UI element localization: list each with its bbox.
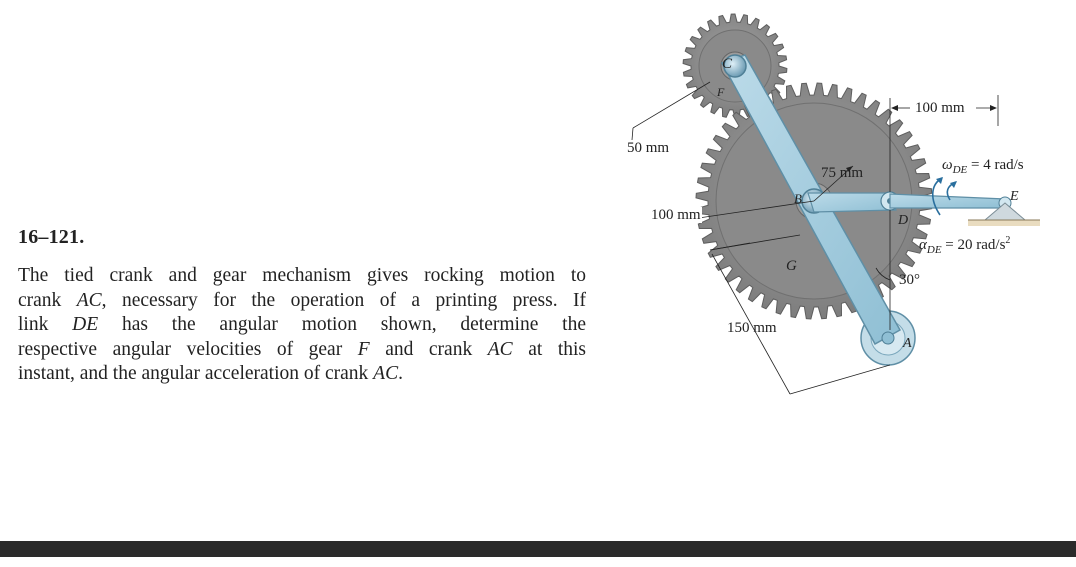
alpha-superscript: 2 (1005, 235, 1011, 246)
problem-statement: The tied crank and gear mechanism gives … (18, 264, 586, 387)
link-bd (807, 191, 900, 213)
point-label-a: A (903, 336, 912, 351)
link-de (889, 193, 1012, 210)
dim-label-150mm: 150 mm (727, 320, 777, 336)
alpha-subscript: DE (926, 244, 942, 256)
dimension-arrowheads (846, 105, 997, 172)
omega-de-label: ωDE = 4 rad/s (942, 157, 1024, 178)
statement-line: respective angular velocities of gear F … (18, 338, 586, 360)
dim-label-50mm: 50 mm (627, 140, 670, 156)
dim-label-75mm: 75 mm (821, 165, 864, 181)
alpha-symbol: α (919, 237, 927, 253)
angular-arrowheads (936, 177, 957, 188)
point-label-e: E (1010, 189, 1019, 204)
mechanism-figure: 50 mm 100 mm 150 mm 75 mm 100 mm 30° C F… (600, 0, 1076, 420)
statement-line: instant, and the angular acceleration of… (18, 363, 403, 385)
point-label-g: G (786, 258, 797, 274)
support-e (968, 202, 1040, 226)
point-label-b: B (794, 191, 802, 206)
mechanism-drawing (631, 13, 1040, 395)
statement-line: The tied crank and gear mechanism gives … (18, 265, 586, 286)
omega-value: = 4 rad/s (967, 157, 1024, 173)
point-label-c: C (722, 56, 733, 72)
alpha-de-label: αDE = 20 rad/s2 (919, 233, 1010, 258)
angle-label-30: 30° (899, 272, 920, 288)
omega-symbol: ω (942, 157, 953, 173)
statement-line: link DE has the angular motion shown, de… (18, 314, 586, 336)
alpha-value: = 20 rad/s (941, 237, 1006, 253)
dim-label-100mm-left: 100 mm (650, 207, 702, 223)
point-label-d: D (898, 213, 909, 228)
dim-label-100mm-top: 100 mm (914, 100, 966, 116)
problem-number: 16–121. (18, 226, 85, 248)
point-label-f: F (717, 85, 725, 99)
omega-subscript: DE (952, 164, 968, 176)
statement-line: crank AC, necessary for the operation of… (18, 289, 587, 311)
dimension-lines (631, 81, 999, 395)
bottom-bar (0, 541, 1076, 557)
